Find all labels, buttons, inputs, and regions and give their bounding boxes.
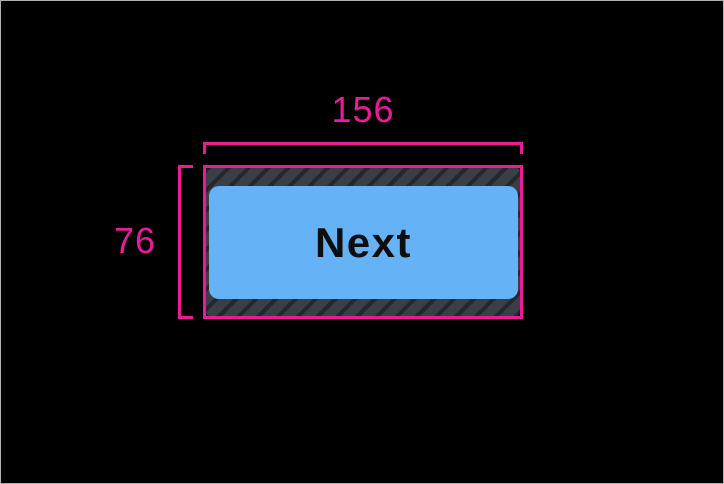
height-measure-bracket xyxy=(178,165,193,319)
width-dimension-label: 156 xyxy=(331,89,395,130)
selection-outline: Next xyxy=(203,165,523,319)
height-dimension-label: 76 xyxy=(113,220,156,261)
next-button-label: Next xyxy=(314,218,413,266)
next-button[interactable]: Next xyxy=(209,186,518,299)
padding-hatch-pattern: Next xyxy=(206,168,520,316)
width-measure-bracket xyxy=(203,142,523,154)
